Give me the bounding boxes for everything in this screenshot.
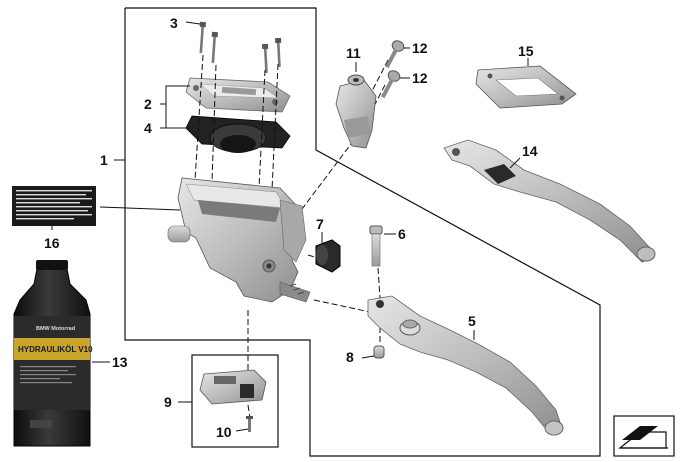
- callout-5: 5: [468, 313, 476, 329]
- callout-8: 8: [346, 349, 354, 365]
- screws-part-3: [199, 21, 282, 74]
- callout-4: 4: [144, 120, 152, 136]
- callout-9: 9: [164, 394, 172, 410]
- adjustable-lever-alt: [443, 139, 656, 263]
- bottle-brand: BMW Motorrad: [36, 326, 75, 332]
- leader-lines: [51, 21, 529, 432]
- callout-15: 15: [518, 43, 534, 59]
- callout-6: 6: [398, 226, 406, 242]
- callout-1: 1: [100, 152, 108, 168]
- callout-14: 14: [522, 143, 538, 159]
- info-sticker: [12, 186, 96, 226]
- callout-16: 16: [44, 235, 60, 251]
- master-cylinder-body: [167, 177, 311, 303]
- callout-3: 3: [170, 15, 178, 31]
- callout-13: 13: [112, 354, 128, 370]
- reservoir-diaphragm: [185, 115, 291, 153]
- reservoir-cap: [185, 77, 291, 113]
- assembly-frame: [124, 7, 601, 457]
- callout-2: 2: [144, 96, 152, 112]
- callout-10: 10: [216, 424, 232, 440]
- bottle-product-name: HYDRAULIKÖL V10: [18, 345, 93, 354]
- brake-light-switch: [199, 369, 267, 405]
- dust-boot: [315, 239, 341, 273]
- callout-11: 11: [346, 45, 361, 61]
- cover-plate: [475, 65, 577, 109]
- pivot-pin: [369, 225, 383, 267]
- switch-screw: [246, 416, 253, 432]
- lever-nut: [373, 345, 385, 359]
- callout-7: 7: [316, 216, 324, 232]
- diagram-symbol-icon: [613, 415, 675, 457]
- hydraulic-oil-bottle: BMW Motorrad HYDRAULIKÖL V10: [13, 260, 93, 447]
- callout-12-bottom: 12: [412, 70, 428, 86]
- callout-12-top: 12: [412, 40, 428, 56]
- adjustable-lever: [367, 295, 564, 436]
- handlebar-clamp: [335, 74, 377, 149]
- subassembly-frame: [191, 354, 279, 448]
- screws-part-12: [380, 40, 405, 99]
